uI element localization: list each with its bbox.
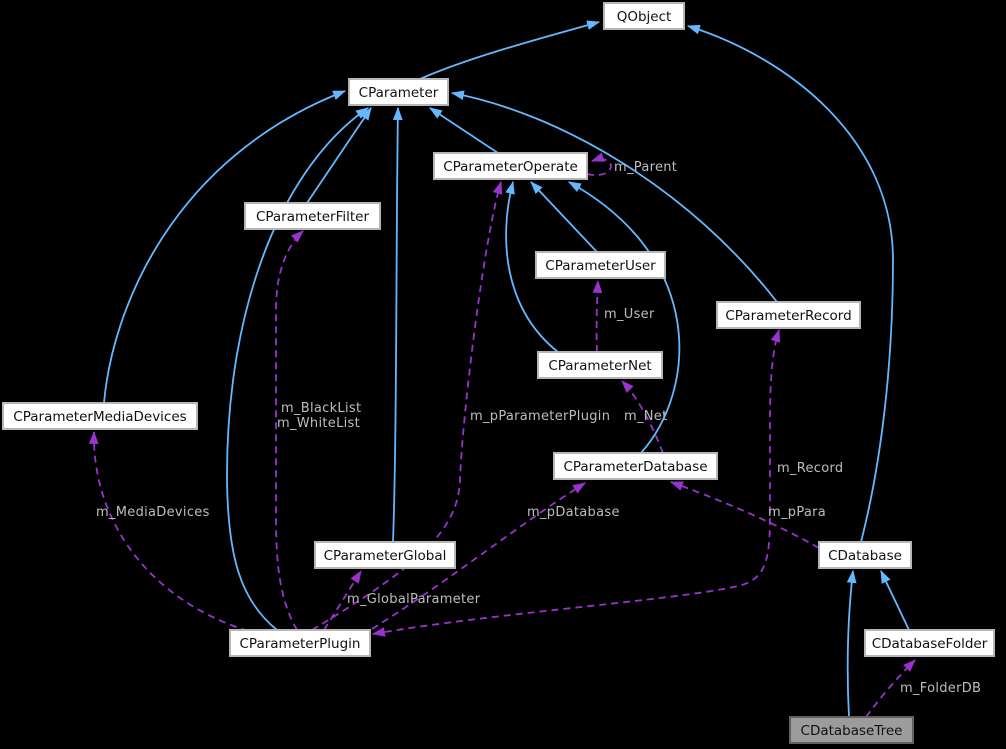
node-cparameternet-box[interactable]: [537, 351, 663, 379]
edge-inherit-cparameterplugin-to-cparameter: [226, 107, 369, 631]
edge-label-m-record: m_Record: [777, 461, 843, 476]
node-cparameterplugin-label: CParameterPlugin: [240, 636, 361, 652]
node-cdatabasefolder[interactable]: CDatabaseFolder: [864, 629, 995, 657]
node-cparameteruser-box[interactable]: [535, 251, 666, 279]
node-cparameterdatabase-box[interactable]: [553, 452, 718, 480]
edge-label-m-ppara: m_pPara: [768, 505, 826, 520]
edge-inherit-cparametermediadevices-to-cparameter: [103, 90, 347, 404]
node-qobject-label: QObject: [617, 9, 672, 25]
edge-inherit-cparameterrecord-to-cparameter: [450, 90, 778, 303]
edge-label-m-folderdb: m_FolderDB: [900, 681, 981, 696]
edge-inherit-cparameteroperate-to-cparameter: [429, 107, 499, 154]
edge-inherit-cparameterfilter-to-cparameter: [306, 107, 372, 204]
node-cdatabasetree-current[interactable]: CDatabaseTree: [789, 716, 914, 744]
node-cparameterfilter-box[interactable]: [244, 202, 381, 230]
node-cparameter[interactable]: CParameter: [348, 78, 449, 106]
node-cdatabasefolder-box[interactable]: [864, 629, 995, 657]
edge-inherit-cparameteruser-to-cparameteroperate: [530, 181, 598, 253]
node-cparameterfilter[interactable]: CParameterFilter: [244, 202, 381, 230]
edge-inherit-cdatabasetree-to-cdatabase: [846, 569, 857, 718]
edge-usage-m-record: [371, 328, 781, 637]
node-cparameterplugin-box[interactable]: [229, 629, 371, 657]
edge-usage-m-user: [592, 279, 603, 353]
edge-inherit-cdatabase-to-qobject: [686, 24, 894, 543]
node-cparameterrecord-box[interactable]: [716, 301, 861, 329]
edge-usage-m-parent-self-loop: [586, 152, 612, 176]
edge-label-m-user: m_User: [604, 307, 655, 322]
node-cparameteruser[interactable]: CParameterUser: [535, 251, 666, 279]
node-cparameteroperate-box[interactable]: [433, 152, 588, 180]
edge-inherit-cparameter-to-qobject: [419, 20, 601, 80]
node-cdatabasefolder-label: CDatabaseFolder: [872, 636, 988, 652]
node-cparameterrecord-label: CParameterRecord: [725, 308, 851, 324]
edge-label-m-parent: m_Parent: [614, 160, 677, 175]
node-cparameteroperate-label: CParameterOperate: [443, 159, 578, 175]
edge-usage-m-blacklist-whitelist: [275, 230, 304, 631]
node-qobject-box[interactable]: [603, 2, 685, 30]
edge-usage-m-folderdb: [865, 659, 916, 718]
node-cdatabase[interactable]: CDatabase: [818, 541, 912, 569]
node-cparametermediadevices-box[interactable]: [2, 402, 198, 430]
edge-inherit-cparameterglobal-to-cparameter: [392, 106, 403, 543]
edge-label-m-net: m_Net: [624, 409, 667, 424]
node-cdatabase-label: CDatabase: [828, 548, 902, 564]
node-cparameterfilter-label: CParameterFilter: [256, 209, 370, 225]
node-cparameteroperate[interactable]: CParameterOperate: [433, 152, 588, 180]
node-cparameterglobal-label: CParameterGlobal: [324, 548, 447, 564]
node-cparameternet[interactable]: CParameterNet: [537, 351, 663, 379]
node-cdatabasetree-box[interactable]: [789, 716, 914, 744]
node-qobject[interactable]: QObject: [603, 2, 685, 30]
edge-usage-m-mediadevices: [88, 430, 249, 632]
node-cparameterrecord[interactable]: CParameterRecord: [716, 301, 861, 329]
node-cparameter-label: CParameter: [359, 85, 439, 101]
node-cparameternet-label: CParameterNet: [548, 358, 651, 374]
node-cdatabase-box[interactable]: [818, 541, 912, 569]
node-cparameterglobal-box[interactable]: [314, 541, 456, 569]
edge-label-m-pdatabase: m_pDatabase: [527, 505, 620, 520]
node-cparameterdatabase[interactable]: CParameterDatabase: [553, 452, 718, 480]
node-cparameterplugin[interactable]: CParameterPlugin: [229, 629, 371, 657]
node-cparametermediadevices[interactable]: CParameterMediaDevices: [2, 402, 198, 430]
edge-label-m-whitelist: m_WhiteList: [277, 416, 360, 431]
node-cdatabasetree-label: CDatabaseTree: [801, 723, 903, 739]
edge-inherit-cdatabasefolder-to-cdatabase: [880, 570, 910, 631]
node-cparameteruser-label: CParameterUser: [545, 258, 656, 274]
node-cparametermediadevices-label: CParameterMediaDevices: [13, 409, 186, 425]
edge-label-m-mediadevices: m_MediaDevices: [96, 505, 210, 520]
edge-label-m-blacklist: m_BlackList: [281, 401, 361, 416]
node-cparameterdatabase-label: CParameterDatabase: [563, 459, 707, 475]
node-cparameterglobal[interactable]: CParameterGlobal: [314, 541, 456, 569]
edge-label-m-globalparameter: m_GlobalParameter: [347, 592, 481, 607]
node-cparameter-box[interactable]: [348, 78, 449, 106]
edge-label-m-pparameterplugin: m_pParameterPlugin: [470, 409, 610, 424]
